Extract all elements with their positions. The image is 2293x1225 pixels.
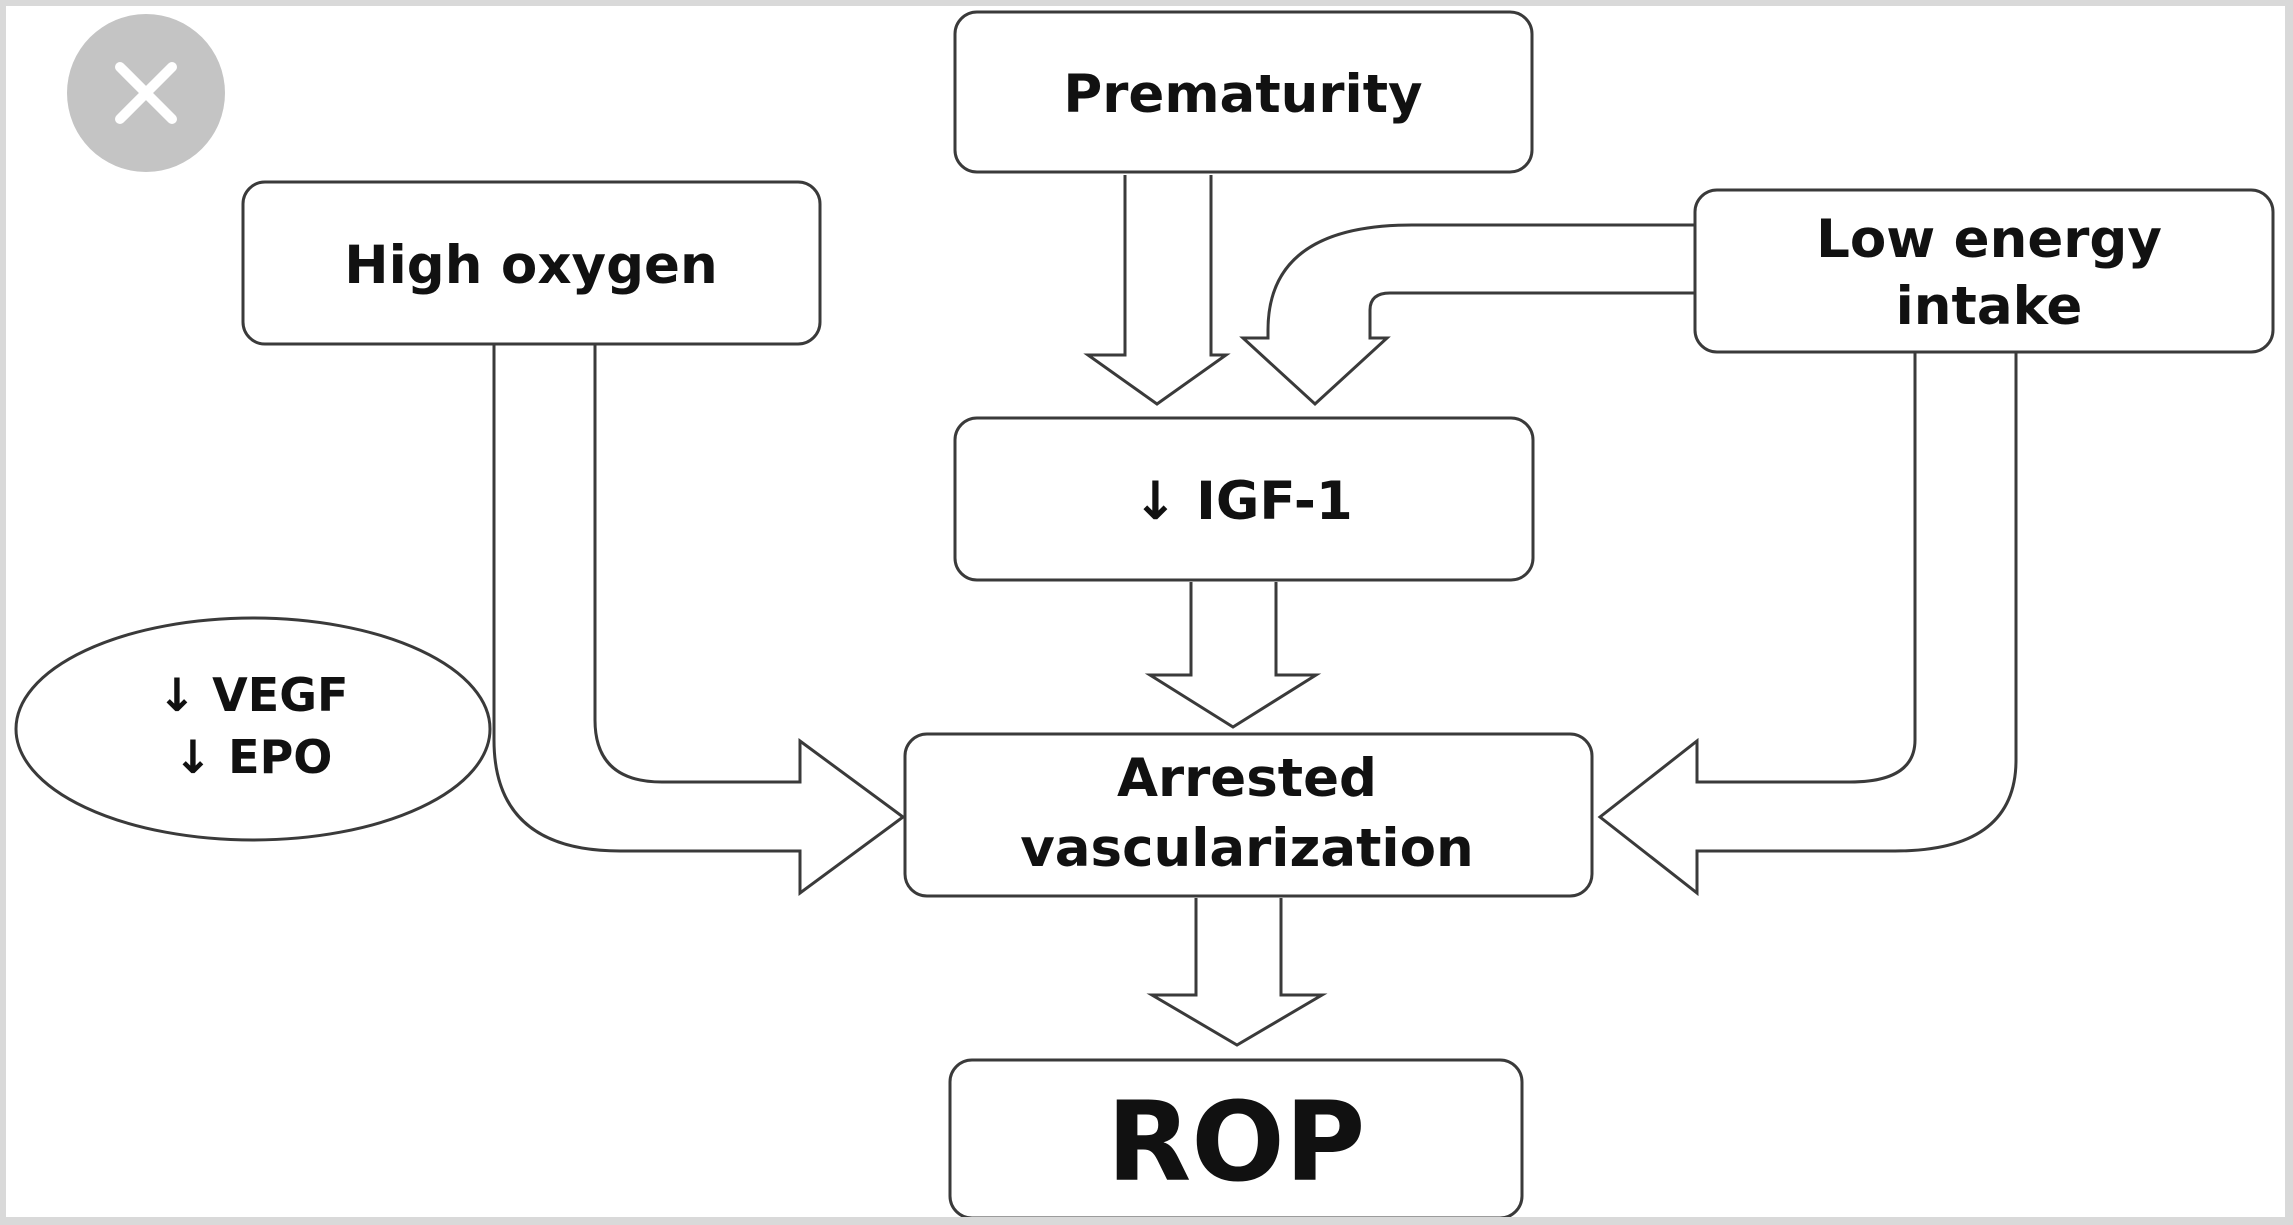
label-vegf: ↓ VEGF: [158, 668, 349, 722]
label-epo: ↓ EPO: [174, 730, 333, 784]
label-arrested-line2: vascularization: [1020, 818, 1474, 879]
close-button[interactable]: [67, 14, 225, 172]
node-high-oxygen: [241, 180, 822, 346]
label-igf1: ↓ IGF-1: [1133, 471, 1353, 532]
label-low-energy-line2: intake: [1896, 276, 2083, 337]
node-arrested-vascularization: [903, 732, 1594, 898]
close-icon[interactable]: [115, 62, 177, 124]
arrow-low-energy-to-igf1: [1239, 223, 1695, 407]
label-prematurity: Prematurity: [1063, 64, 1422, 125]
label-low-energy-line1: Low energy: [1816, 209, 2162, 270]
node-prematurity: [953, 10, 1534, 174]
label-arrested-line1: Arrested: [1117, 748, 1377, 809]
node-vegf-epo: [14, 616, 492, 842]
arrow-prematurity-to-igf1: [1083, 175, 1231, 406]
arrow-low-energy-to-arrested: [1597, 353, 2018, 897]
arrow-igf1-to-arrested: [1144, 582, 1322, 729]
node-low-energy-intake: [1693, 188, 2275, 354]
node-igf1: [953, 416, 1535, 582]
label-high-oxygen: High oxygen: [344, 235, 717, 296]
arrow-high-oxygen-to-arrested: [492, 345, 906, 896]
arrow-arrested-to-rop: [1146, 898, 1328, 1047]
label-rop: ROP: [1107, 1078, 1366, 1206]
